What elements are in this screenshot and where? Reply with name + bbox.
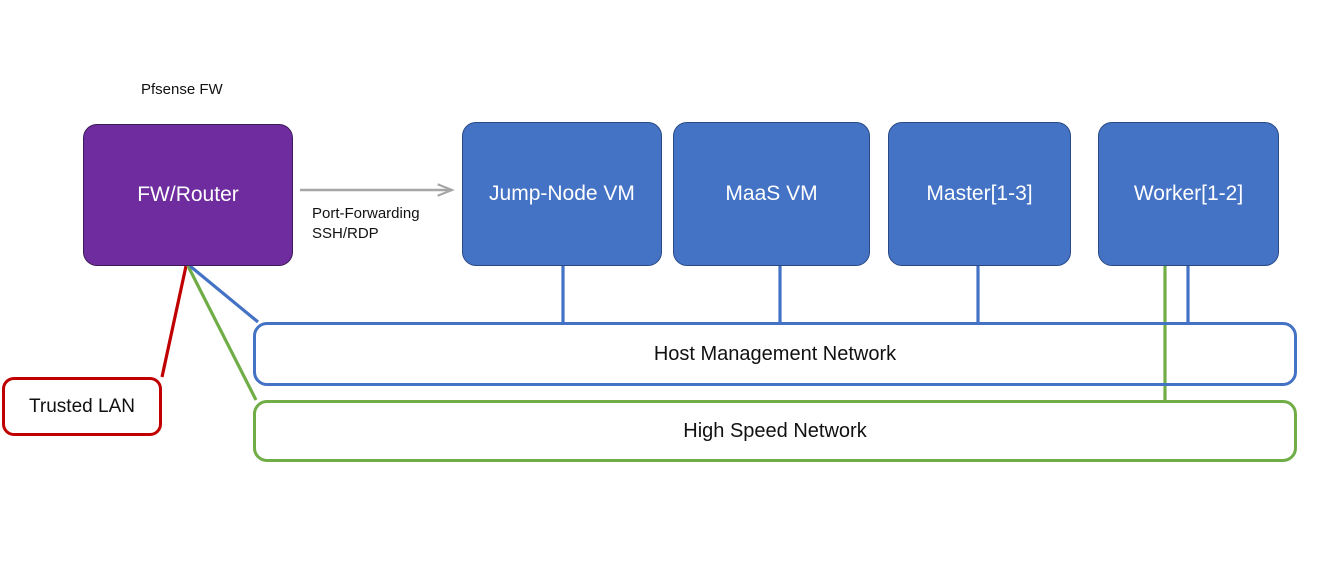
node-master[interactable]: Master[1-3] [888, 122, 1071, 266]
connector-firewall-to-host-management-network [188, 264, 260, 324]
node-worker-label: Worker[1-2] [1133, 181, 1244, 205]
network-bar-host-management[interactable]: Host Management Network [253, 322, 1297, 386]
network-bar-high-speed-label: High Speed Network [683, 419, 867, 442]
node-master-label: Master[1-3] [926, 181, 1033, 205]
connector-firewall-to-high-speed-network [186, 265, 258, 401]
port-forwarding-label: Port-Forwarding SSH/RDP [312, 205, 420, 243]
node-firewall-router-label: FW/Router [137, 182, 239, 206]
node-maas-vm[interactable]: MaaS VM [673, 122, 870, 266]
node-worker[interactable]: Worker[1-2] [1098, 122, 1279, 266]
connector-firewall-to-trusted-lan [160, 265, 188, 378]
node-jump-node-vm-label: Jump-Node VM [489, 181, 635, 205]
network-bar-host-management-label: Host Management Network [653, 342, 897, 365]
node-maas-vm-label: MaaS VM [725, 181, 818, 205]
pfsense-fw-caption: Pfsense FW [141, 81, 223, 98]
network-bar-high-speed[interactable]: High Speed Network [253, 400, 1297, 462]
node-trusted-lan[interactable]: Trusted LAN [2, 377, 162, 436]
node-trusted-lan-label: Trusted LAN [29, 395, 135, 417]
node-jump-node-vm[interactable]: Jump-Node VM [462, 122, 662, 266]
node-firewall-router[interactable]: FW/Router [83, 124, 293, 266]
